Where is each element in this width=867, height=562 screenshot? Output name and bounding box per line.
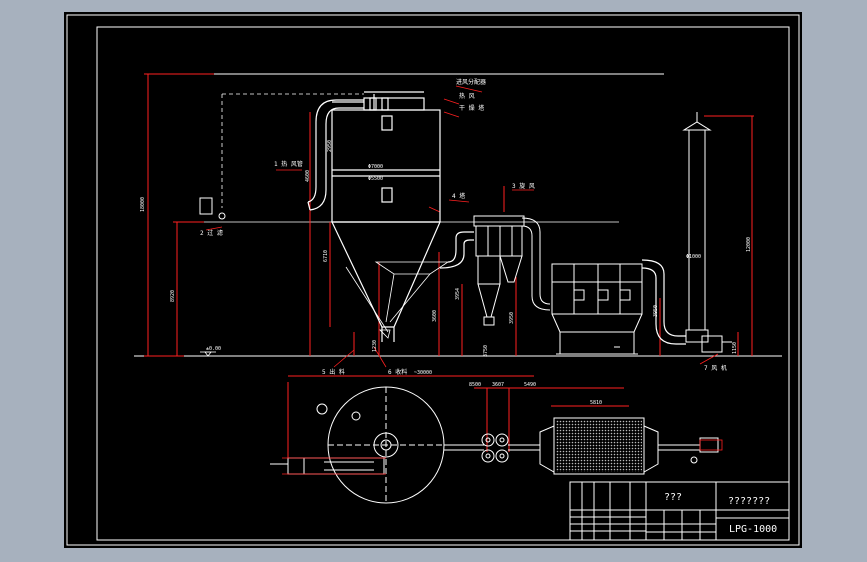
title-block — [569, 481, 790, 541]
spray-tower — [331, 91, 441, 342]
label-cyclone: 3 旋 风 — [512, 182, 535, 190]
inner-frame — [96, 26, 790, 541]
plan-view — [270, 386, 719, 504]
left-dimensions — [144, 73, 754, 467]
level-marker — [200, 351, 216, 357]
label-hot-air-duct: 1 热 风管 — [274, 160, 303, 168]
dim-cyclone-base: 3750 — [483, 345, 489, 357]
label-collector: 6 收料 — [388, 368, 407, 376]
exhaust-duct — [641, 259, 686, 345]
dim-plan-span-2: 3607 — [492, 382, 504, 388]
model-number: LPG-1000 — [729, 524, 777, 535]
cad-drawing: ??? ??????? LPG-1000 进风分配器 热 风 干 燥 塔 1 热… — [66, 14, 800, 546]
dim-diameter-mid: Φ5500 — [368, 176, 383, 182]
dim-cone-height: 6710 — [323, 250, 329, 262]
drawing-sheet: ??? ??????? LPG-1000 进风分配器 热 风 干 燥 塔 1 热… — [64, 12, 802, 548]
bag-filter — [551, 263, 643, 355]
dim-cyclone-lower: 3950 — [509, 312, 515, 324]
dim-plan-overall: ~30000 — [414, 370, 432, 376]
label-filter: 2 过 滤 — [200, 229, 223, 237]
dim-duct-left: 4600 — [305, 170, 311, 182]
dim-duct-rise: 2950 — [327, 140, 333, 152]
dim-cyclone-height: 3954 — [455, 288, 461, 300]
company-name: ??????? — [728, 496, 770, 507]
dashed-outline — [221, 93, 364, 208]
filter-hatching — [556, 420, 642, 472]
cyclone-separators — [473, 215, 551, 326]
label-inlet-distributor: 进风分配器 — [456, 78, 486, 86]
label-level: ±0.00 — [206, 346, 221, 352]
dim-fan-height: 1150 — [732, 342, 738, 354]
connecting-duct — [439, 231, 474, 269]
label-tower-side: 4 塔 — [452, 192, 465, 200]
dim-plan-filter-length: 5810 — [590, 400, 602, 406]
label-hot-air: 热 风 — [459, 92, 475, 100]
drawing-title: ??? — [664, 492, 682, 503]
dim-tower-height: 8920 — [170, 290, 176, 302]
label-fan: 7 风 机 — [704, 364, 727, 372]
dim-diameter-top: Φ7000 — [368, 164, 383, 170]
dim-base-left: 1230 — [372, 340, 378, 352]
dim-plan-span-3: 5490 — [524, 382, 536, 388]
dim-overall-height: 18000 — [140, 197, 146, 212]
dim-cone-lower: 3600 — [432, 310, 438, 322]
label-drying-tower: 干 燥 塔 — [459, 104, 484, 112]
chimney — [682, 112, 732, 353]
dim-plan-span-1: 8500 — [469, 382, 481, 388]
label-discharge: 5 出 料 — [322, 368, 345, 376]
hot-air-duct — [307, 99, 364, 211]
outer-frame — [66, 14, 800, 546]
air-filter — [199, 197, 226, 220]
cone-internals — [345, 261, 450, 339]
dim-chimney-lower: 3950 — [653, 305, 659, 317]
plan-red-details — [282, 439, 723, 475]
dim-chimney-diameter: Φ1000 — [686, 254, 701, 260]
dim-chimney-height: 12000 — [746, 237, 752, 252]
leader-lines — [205, 85, 719, 368]
